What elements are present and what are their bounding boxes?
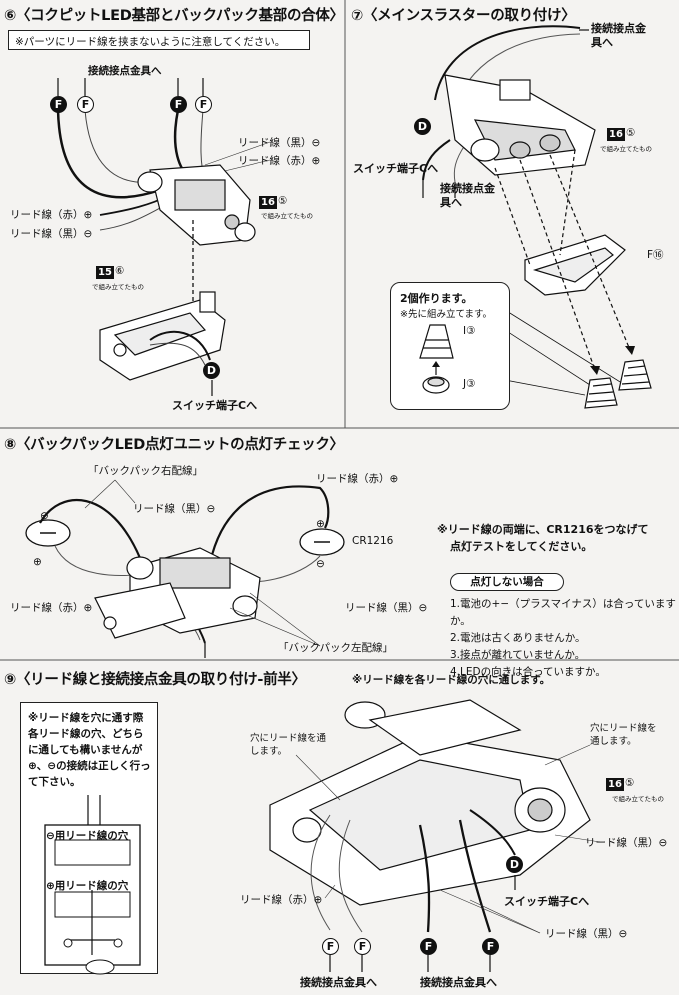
list-item: 4.LEDの向きは合っていますか。 (450, 666, 606, 678)
list-item: 1.電池の+−（プラスマイナス）は合っていますか。 (450, 598, 676, 627)
lead-black-minus-label: リード線（黒）⊖ (345, 602, 428, 614)
step6-contact-label: 接続接点金具へ (88, 65, 162, 77)
part-sub-number: ⑤ (626, 127, 636, 139)
part-number-badge: 16 (259, 196, 277, 209)
step7-illustration (422, 25, 652, 409)
inset-note: ※リード線を穴に通す際各リード線の穴、どちらに通しても構いませんが⊕、⊖の接続は… (28, 712, 151, 788)
part-number-badge: 16 (607, 128, 625, 141)
part-j-label: J③ (463, 378, 476, 390)
step8-title: ⑧〈バックパックLED点灯ユニットの点灯チェック〉 (4, 437, 344, 453)
contact-label: 接続接点金具へ (440, 182, 495, 209)
step7-title: ⑦〈メインスラスターの取り付け〉 (351, 8, 576, 24)
battery-label: CR1216 (352, 535, 394, 547)
step6-warning: ※パーツにリード線を挟まないように注意してください。 (8, 30, 310, 50)
step9-title: ⑨〈リード線と接続接点金具の取り付け-前半〉 (4, 672, 306, 688)
marker-f: F (195, 96, 212, 113)
marker-f: F (77, 96, 94, 113)
marker-f: F (322, 938, 339, 955)
test-note: 点灯テストをしてください。 (450, 540, 593, 553)
step6-panel: ⑥〈コクピットLED基部とバックパック基部の合体〉 ※パーツにリード線を挟まない… (0, 0, 345, 428)
part-sub-number: ⑤ (278, 195, 288, 207)
left-wire-label: 「バックパック左配線」 (278, 642, 393, 654)
part-sub-number: ⑥ (115, 265, 125, 277)
lead-black-minus-label: リード線（黒）⊖ (585, 837, 668, 849)
part-f16-label: F⑯ (647, 249, 664, 261)
contact-label: 接続接点金具へ (300, 976, 377, 989)
step7-panel: ⑦〈メインスラスターの取り付け〉 (345, 0, 679, 428)
hole-right-label: 穴にリード線を通します。 (590, 723, 657, 747)
trouble-title: 点灯しない場合 (450, 573, 564, 591)
make-two-note: 2個作ります。 (400, 292, 473, 305)
assembled-note: で組み立てたもの (612, 795, 664, 803)
step8-panel: ⑧〈バックパックLED点灯ユニットの点灯チェック〉 「バックパック右配線 (0, 428, 679, 678)
marker-d: D (414, 118, 431, 135)
plus-symbol: ⊕ (33, 556, 42, 568)
marker-f: F (354, 938, 371, 955)
assembled-note: で組み立てたもの (261, 212, 313, 220)
test-note: ※リード線の両端に、CR1216をつなげて (437, 523, 649, 536)
lead-red-plus-label: リード線（赤）⊕ (10, 209, 93, 221)
trouble-list: 1.電池の+−（プラスマイナス）は合っていますか。 2.電池は古くありませんか。… (450, 596, 679, 681)
right-wire-label: 「バックパック右配線」 (88, 465, 203, 477)
assembled-note: で組み立てたもの (92, 283, 144, 291)
lead-black-minus-label: リード線（黒）⊖ (545, 928, 628, 940)
minus-hole-label: ⊖用リード線の穴 (46, 830, 129, 842)
lead-red-plus-label: リード線（赤）⊕ (238, 155, 321, 167)
lead-black-minus-label: リード線（黒）⊖ (238, 137, 321, 149)
contact-label: 接続接点金具へ (420, 976, 497, 989)
step8-illustration (25, 479, 345, 658)
contact-label: 接続接点金具へ (591, 22, 646, 49)
plus-hole-label: ⊕用リード線の穴 (46, 880, 129, 892)
assembled-note: で組み立てたもの (600, 145, 652, 153)
step6-title: ⑥〈コクピットLED基部とバックパック基部の合体〉 (4, 8, 344, 24)
lead-red-plus-label: リード線（赤）⊕ (10, 602, 93, 614)
minus-symbol: ⊖ (40, 510, 49, 522)
part-sub-number: ⑤ (625, 777, 635, 789)
switch-terminal-label: スイッチ端子Cへ (353, 162, 439, 175)
minus-symbol: ⊖ (316, 558, 325, 570)
hole-left-label: 穴にリード線を通します。 (250, 733, 327, 757)
list-item: 2.電池は古くありませんか。 (450, 632, 586, 644)
marker-f: F (420, 938, 437, 955)
lead-red-plus-label: リード線（赤）⊕ (240, 894, 323, 906)
step9-panel: ⑨〈リード線と接続接点金具の取り付け-前半〉 ※リード線を各リード線の穴に通しま… (0, 660, 679, 995)
lead-black-minus-label: リード線（黒）⊖ (10, 228, 93, 240)
marker-f: F (170, 96, 187, 113)
pre-assemble-note: ※先に組み立てます。 (400, 309, 493, 320)
switch-terminal-label: スイッチ端子Cへ (504, 895, 590, 908)
part-i-label: I③ (463, 325, 476, 337)
part-number-badge: 15 (96, 266, 114, 279)
list-item: 3.接点が離れていませんか。 (450, 649, 586, 661)
switch-terminal-label: スイッチ端子Cへ (172, 399, 258, 412)
marker-d: D (506, 856, 523, 873)
lead-black-minus-label: リード線（黒）⊖ (133, 503, 216, 515)
marker-f: F (50, 96, 67, 113)
marker-d: D (203, 362, 220, 379)
plus-symbol: ⊕ (316, 518, 325, 530)
marker-f: F (482, 938, 499, 955)
part-number-badge: 16 (606, 778, 624, 791)
step6-illustration (56, 78, 271, 396)
step9-note: ※リード線を各リード線の穴に通します。 (352, 674, 551, 686)
lead-red-plus-label: リード線（赤）⊕ (316, 473, 399, 485)
